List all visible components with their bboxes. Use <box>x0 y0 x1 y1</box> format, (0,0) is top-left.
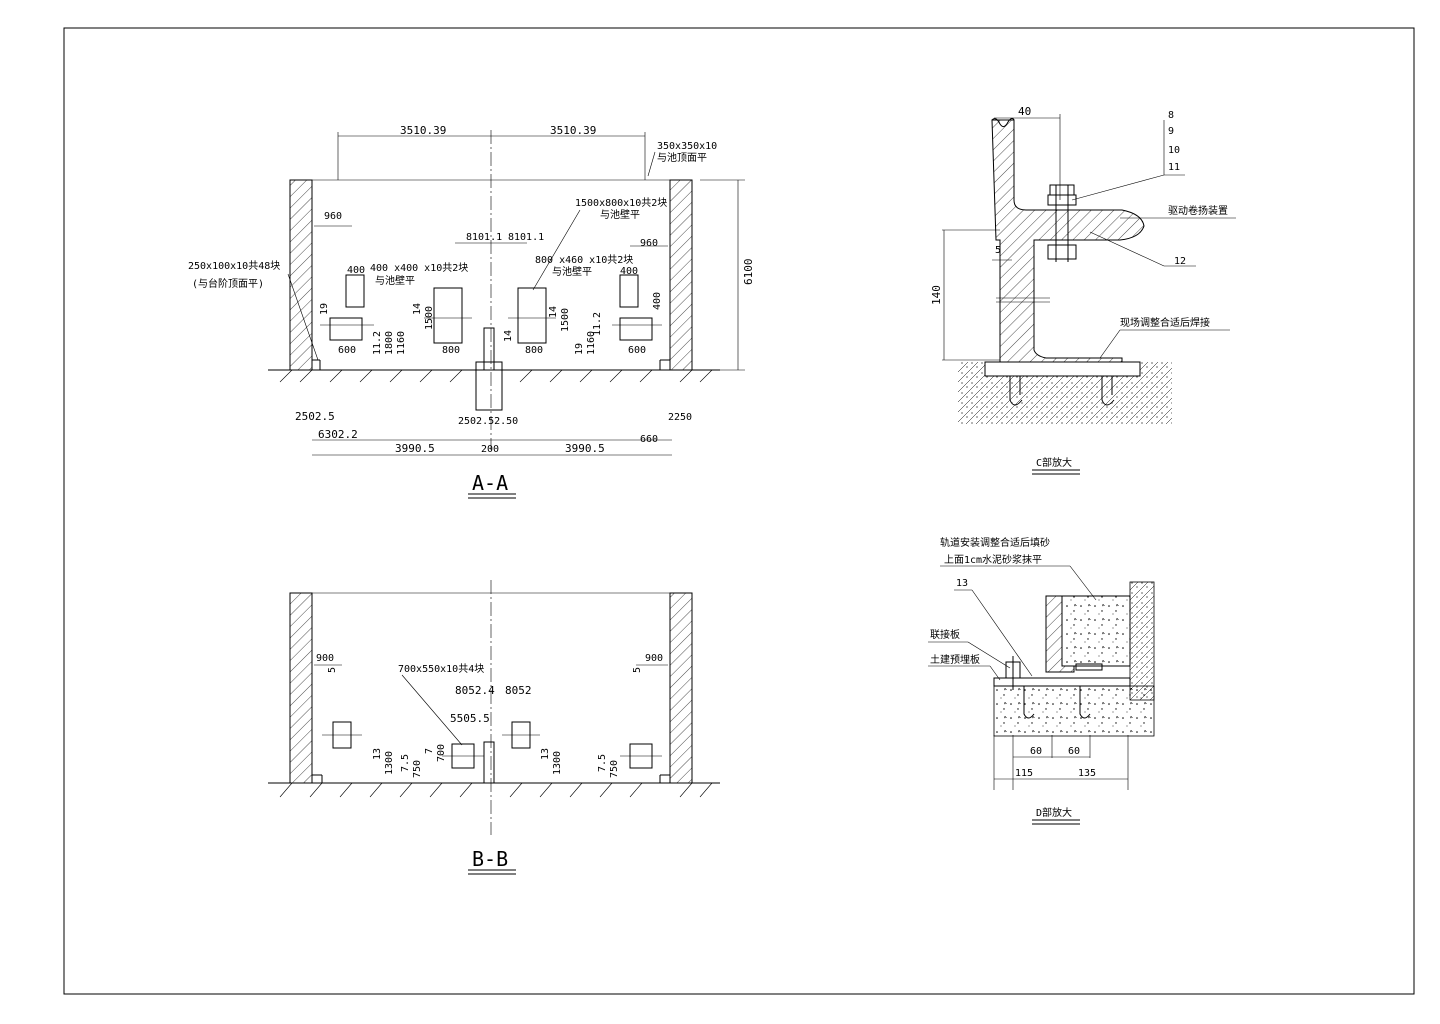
aa-right-wall <box>669 179 693 371</box>
aa-dim-400-right: 400 <box>620 266 638 277</box>
d-title: D部放大 <box>1036 806 1072 819</box>
aa-center-dim-right: 8101.1 <box>508 232 544 243</box>
aa-dim-600-a: 600 <box>338 345 356 356</box>
d-note-top-2: 上面1cm水泥砂浆抹平 <box>944 553 1042 566</box>
bb-dim-13-b: 13 <box>540 748 551 760</box>
bb-center-dim-right: 8052 <box>505 684 532 697</box>
aa-dim-400-v: 400 <box>652 292 663 310</box>
bb-dim-7: 7 <box>424 748 435 754</box>
aa-top-dim-right: 3510.39 <box>550 124 596 137</box>
aa-center-dim-left: 8101.1 <box>466 232 502 243</box>
aa-title: A-A <box>472 471 508 495</box>
bb-dim-900-right: 900 <box>645 653 663 664</box>
bb-dim-550: 5505.5 <box>450 712 490 725</box>
bb-right-wall <box>669 592 693 784</box>
bb-dim-7-5-b: 7.5 <box>597 754 608 772</box>
c-steel-profile <box>991 119 1145 363</box>
aa-left-block-note-2: 与池壁平 <box>375 274 415 287</box>
aa-right-block-note-1: 800 x460 x10共2块 <box>535 254 633 266</box>
aa-dim-1160-b: 1160 <box>586 331 597 355</box>
aa-dim-19-a: 19 <box>574 343 585 355</box>
c-part-11: 11 <box>1168 162 1180 173</box>
aa-dim-1160: 1160 <box>396 331 407 355</box>
aa-dim-600-b: 600 <box>628 345 646 356</box>
detail-d: 60 60 115 135 轨道安装调整合适后填砂 上面1cm水泥砂浆抹平 13… <box>928 536 1155 825</box>
bb-dim-1300-a: 1300 <box>384 751 395 775</box>
section-bb: 900 900 700x550x10共4块 8052.4 8052 5 5 55… <box>268 580 720 875</box>
aa-dim-1800: 1800 <box>384 331 395 355</box>
bb-title: B-B <box>472 847 508 871</box>
d-part-13: 13 <box>956 578 968 589</box>
bb-center-dim-left: 8052.4 <box>455 684 495 697</box>
drawing-border <box>63 27 1415 995</box>
bb-dim-1300-b: 1300 <box>552 751 563 775</box>
d-note-top-1: 轨道安装调整合适后填砂 <box>940 536 1050 549</box>
aa-dim-1500-a: 1500 <box>424 306 435 330</box>
aa-bottom-dim-1: 2502.5 <box>295 410 335 423</box>
bb-dim-750-b: 750 <box>609 760 620 778</box>
bb-dim-900-left: 900 <box>316 653 334 664</box>
aa-dim-1500-b: 1500 <box>560 308 571 332</box>
aa-bottom-dim-7: 660 <box>640 434 658 445</box>
bb-dim-700: 700 <box>436 744 447 762</box>
aa-top-plate-note-1: 350x350x10 <box>657 141 717 152</box>
aa-dim-19-b: 19 <box>319 303 330 315</box>
aa-step-plate-note-1: 250x100x10共48块 <box>188 260 280 272</box>
bb-left-wall <box>289 592 313 784</box>
aa-top-dim-left: 3510.39 <box>400 124 446 137</box>
aa-left-block-note-1: 400 x400 x10共2块 <box>370 262 468 274</box>
c-dim-5: 5 <box>995 245 1001 256</box>
bb-plate-note: 700x550x10共4块 <box>398 663 484 675</box>
section-aa: 3510.39 3510.39 6100 350x350x10 与池顶面平 15… <box>188 124 755 499</box>
bb-dim-750-a: 750 <box>412 760 423 778</box>
bb-dim-5-b: 5 <box>632 667 643 673</box>
c-dim-140: 140 <box>930 285 943 305</box>
c-part-9: 9 <box>1168 126 1174 137</box>
aa-step-plate-note-2: (与台阶顶面平) <box>192 277 264 290</box>
c-note-weld: 现场调整合适后焊接 <box>1120 316 1210 329</box>
aa-bottom-dim-4: 200 <box>481 444 499 455</box>
bb-dim-13-a: 13 <box>372 748 383 760</box>
bb-dim-7-5-a: 7.5 <box>400 754 411 772</box>
c-note-drive: 驱动卷扬装置 <box>1168 204 1228 217</box>
aa-dim-11-2-b: 11.2 <box>592 312 603 336</box>
aa-dim-960-right: 960 <box>640 238 658 249</box>
c-part-12: 12 <box>1174 256 1186 267</box>
d-dim-60-a: 60 <box>1030 746 1042 757</box>
aa-height-dim: 6100 <box>742 259 755 286</box>
aa-bottom-dim-5: 2502.52.50 <box>458 416 518 427</box>
c-part-8: 8 <box>1168 110 1174 121</box>
aa-dim-14-c: 14 <box>548 306 559 318</box>
d-dim-60-b: 60 <box>1068 746 1080 757</box>
aa-dim-400-left: 400 <box>347 265 365 276</box>
aa-dim-11-2: 11.2 <box>372 331 383 355</box>
bb-dim-5-a: 5 <box>327 667 338 673</box>
aa-dim-800-b: 800 <box>525 345 543 356</box>
aa-dim-14-a: 14 <box>412 303 423 315</box>
d-note-embed: 土建预埋板 <box>930 653 980 666</box>
c-dim-40: 40 <box>1018 105 1031 118</box>
aa-dim-14-b: 14 <box>503 330 514 342</box>
aa-bottom-dim-3: 3990.5 <box>395 442 435 455</box>
aa-top-plate-note-2: 与池顶面平 <box>657 151 707 164</box>
aa-bottom-dim-6: 3990.5 <box>565 442 605 455</box>
aa-bottom-dim-2: 6302.2 <box>318 428 358 441</box>
aa-bottom-dim-8: 2250 <box>668 412 692 423</box>
aa-dim-960-left: 960 <box>324 211 342 222</box>
aa-side-plate-note-1: 1500x800x10共2块 <box>575 197 667 209</box>
d-dim-135: 135 <box>1078 768 1096 779</box>
c-part-10: 10 <box>1168 145 1180 156</box>
d-dim-115: 115 <box>1015 768 1033 779</box>
aa-side-plate-note-2: 与池壁平 <box>600 208 640 221</box>
c-title: C部放大 <box>1036 456 1072 469</box>
d-note-link: 联接板 <box>930 628 960 641</box>
detail-c: 40 140 5 8 9 10 11 驱动卷扬装置 12 现场调整合适后焊接 C… <box>930 105 1236 475</box>
aa-left-wall <box>289 179 313 371</box>
aa-right-block-note-2: 与池壁平 <box>552 265 592 278</box>
aa-dim-800-a: 800 <box>442 345 460 356</box>
